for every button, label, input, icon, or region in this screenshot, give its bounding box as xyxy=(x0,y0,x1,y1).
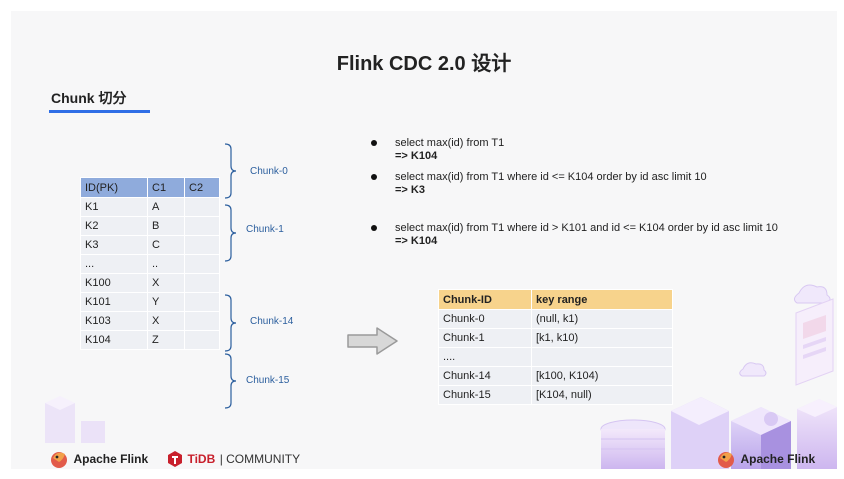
footer-apache-flink-label: Apache Flink xyxy=(73,452,149,466)
brace-chunk-14 xyxy=(224,294,237,352)
section-subtitle: Chunk 切分 xyxy=(51,90,127,106)
table-cell: ... xyxy=(80,254,148,274)
table-cell: K103 xyxy=(80,311,148,331)
slide: Flink CDC 2.0 设计 Chunk 切分 ID(PK) C1 C2 K… xyxy=(11,11,837,469)
footer-apache-flink-right-label: Apache Flink xyxy=(740,452,816,466)
table-cell: [k1, k10) xyxy=(531,328,673,348)
table-cell: K3 xyxy=(80,235,148,255)
table-cell: Chunk-0 xyxy=(438,309,532,329)
id-table-header-row: ID(PK) C1 C2 xyxy=(80,177,220,198)
table-cell: K1 xyxy=(80,197,148,217)
query-text-2: select max(id) from T1 where id <= K104 … xyxy=(395,171,707,183)
slide-title: Flink CDC 2.0 设计 xyxy=(336,53,512,75)
decorative-illustration xyxy=(600,284,837,469)
footer-apache-flink: Apache Flink xyxy=(49,449,148,469)
table-cell xyxy=(531,347,673,367)
footer-community-label: | COMMUNITY xyxy=(219,452,301,466)
table-cell xyxy=(184,216,220,236)
table-cell: Z xyxy=(147,330,185,350)
range-table-header-key-range: key range xyxy=(531,289,673,310)
chunk-range-table: Chunk-ID key range Chunk-0(null, k1) Chu… xyxy=(438,289,673,405)
footer-tidb-label: TiDB xyxy=(187,452,216,466)
right-arrow-icon xyxy=(347,327,398,355)
table-row: Chunk-15[K104, null) xyxy=(438,385,673,405)
table-cell: Y xyxy=(147,292,185,312)
table-cell: K2 xyxy=(80,216,148,236)
table-cell: Chunk-1 xyxy=(438,328,532,348)
query-text-3: select max(id) from T1 where id > K101 a… xyxy=(395,222,778,234)
table-cell: [K104, null) xyxy=(531,385,673,405)
brace-chunk-15 xyxy=(224,353,237,409)
squirrel-logo-icon xyxy=(718,452,734,468)
table-cell xyxy=(184,330,220,350)
table-cell: K100 xyxy=(80,273,148,293)
brace-chunk-1 xyxy=(224,204,237,262)
table-cell: .. xyxy=(147,254,185,274)
subtitle-underline xyxy=(49,110,150,113)
query-result-3: => K104 xyxy=(395,235,438,247)
table-cell xyxy=(184,273,220,293)
bullet-dot-icon xyxy=(371,174,377,180)
table-cell: .... xyxy=(438,347,532,367)
footer-tidb-community: TiDB | COMMUNITY xyxy=(167,450,300,468)
table-cell xyxy=(184,235,220,255)
footer-apache-flink-right: Apache Flink xyxy=(716,449,815,469)
tidb-logo-icon xyxy=(168,451,182,467)
squirrel-logo-icon xyxy=(51,452,67,468)
query-result-2: => K3 xyxy=(395,184,425,196)
table-cell: [k100, K104) xyxy=(531,366,673,386)
table-row: .... xyxy=(438,347,673,367)
table-cell: X xyxy=(147,311,185,331)
table-cell xyxy=(184,254,220,274)
table-cell: C xyxy=(147,235,185,255)
bullet-dot-icon xyxy=(371,140,377,146)
chunk-label-1: Chunk-1 xyxy=(246,224,284,235)
table-cell xyxy=(184,311,220,331)
chunk-label-14: Chunk-14 xyxy=(250,316,294,327)
table-cell: A xyxy=(147,197,185,217)
table-cell: K101 xyxy=(80,292,148,312)
table-cell: Chunk-14 xyxy=(438,366,532,386)
bullet-dot-icon xyxy=(371,225,377,231)
chunk-label-15: Chunk-15 xyxy=(246,375,290,386)
table-cell: X xyxy=(147,273,185,293)
table-row: ..... xyxy=(80,254,220,274)
id-table-header-idpk: ID(PK) xyxy=(80,177,148,198)
table-cell: Chunk-15 xyxy=(438,385,532,405)
table-row: Chunk-14[k100, K104) xyxy=(438,366,673,386)
table-cell xyxy=(184,197,220,217)
range-table-header-chunk-id: Chunk-ID xyxy=(438,289,532,310)
query-result-1: => K104 xyxy=(395,150,438,162)
table-cell: K104 xyxy=(80,330,148,350)
id-table-header-c2: C2 xyxy=(184,177,220,198)
chunk-label-0: Chunk-0 xyxy=(250,166,288,177)
query-text-1: select max(id) from T1 xyxy=(395,137,505,149)
table-cell: B xyxy=(147,216,185,236)
decorative-blocks xyxy=(45,396,105,443)
brace-chunk-0 xyxy=(224,143,237,199)
table-cell xyxy=(184,292,220,312)
id-table-header-c1: C1 xyxy=(147,177,185,198)
